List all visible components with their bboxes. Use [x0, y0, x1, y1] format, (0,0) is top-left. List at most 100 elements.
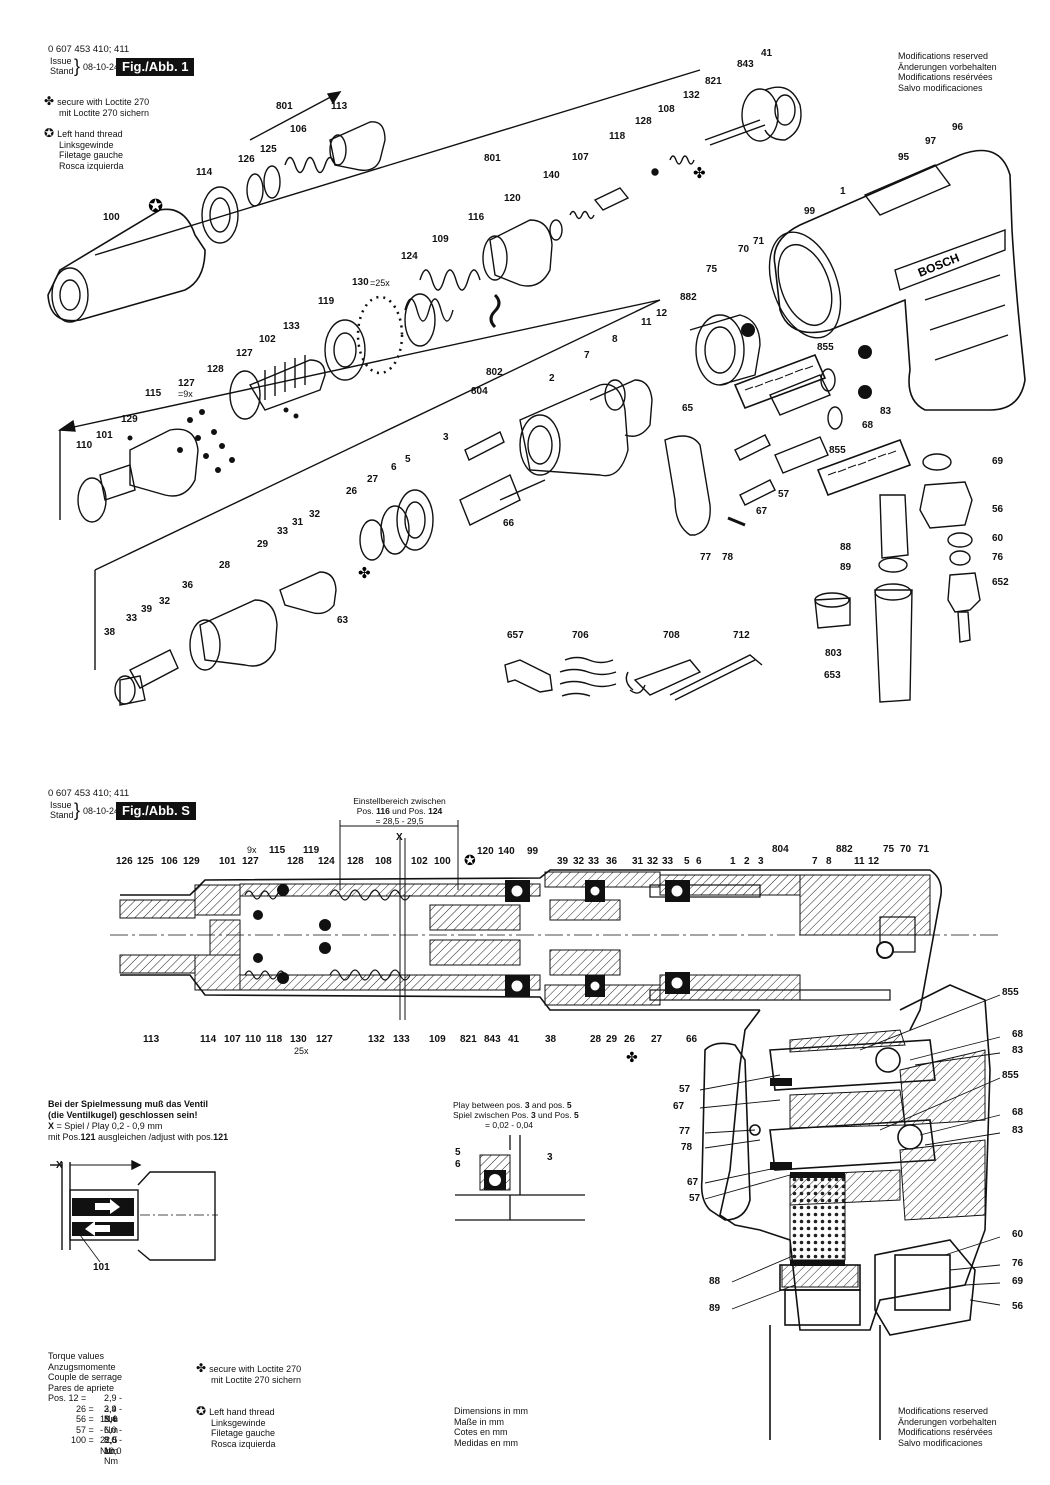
- part-label: 804: [772, 844, 789, 855]
- part-label: 76: [992, 552, 1004, 563]
- part-label: 32: [573, 856, 585, 867]
- clover-icon: ✤: [44, 94, 55, 108]
- part-label: 31: [292, 517, 304, 528]
- part-label: 28: [219, 560, 231, 571]
- fig-label-top: Fig./Abb. 1: [116, 58, 195, 76]
- part-label: 78: [681, 1142, 693, 1153]
- mod-line-1: Modifications reserved: [898, 1406, 989, 1416]
- doc-number-mid: 0 607 453 410; 411: [48, 788, 130, 799]
- part-label: 31: [632, 856, 644, 867]
- adjust-text: und Pos.: [389, 806, 429, 816]
- part-label: 821: [460, 1034, 477, 1045]
- part-label: 38: [545, 1034, 557, 1045]
- part-label: 843: [484, 1034, 501, 1045]
- part-label: 130: [352, 277, 369, 288]
- part-label: 56: [1012, 1301, 1024, 1312]
- part-label: 708: [663, 630, 680, 641]
- part-label: 126: [238, 154, 255, 165]
- dimension-x-label: X: [396, 832, 403, 843]
- date-top: 08-10-24: [83, 62, 120, 72]
- part-label: 109: [432, 234, 449, 245]
- stand-label-top: Stand: [50, 66, 74, 76]
- play-text: and pos.: [529, 1100, 567, 1110]
- part-label: 821: [705, 76, 722, 87]
- loctite-line-2: mit Loctite 270 sichern: [211, 1374, 302, 1385]
- part-label: 116: [468, 212, 485, 223]
- part-label: 57: [689, 1193, 701, 1204]
- part-label: 5: [684, 856, 690, 867]
- play-text: und Pos.: [535, 1110, 574, 1120]
- part-label: 29: [257, 539, 269, 550]
- dimensions-note: Dimensions in mm Maße in mm Cotes en mm …: [454, 1406, 528, 1448]
- part-label: 109: [429, 1034, 446, 1045]
- part-label: 29: [606, 1034, 618, 1045]
- issue-label-mid: Issue: [50, 800, 72, 810]
- torque-head: Torque values: [48, 1351, 105, 1361]
- part-label: 36: [182, 580, 194, 591]
- adjust-pos: 116: [376, 806, 390, 816]
- part-label: 57: [778, 489, 790, 500]
- clover-icon: ✤: [693, 164, 706, 182]
- part-label: 100: [434, 856, 451, 867]
- part-label: 28: [590, 1034, 602, 1045]
- torque-value: 19,6 - 22,5 Nm: [100, 1414, 118, 1456]
- part-label: 33: [662, 856, 674, 867]
- part-label: 63: [337, 615, 349, 626]
- part-label: 71: [753, 236, 765, 247]
- mod-line-1: Modifications reserved: [898, 51, 989, 61]
- part-label: 110: [76, 440, 93, 451]
- part-label: 83: [1012, 1045, 1024, 1056]
- adjust-pos: 124: [428, 806, 443, 816]
- part-label: 113: [331, 101, 348, 112]
- play-pos: 3: [524, 1100, 530, 1110]
- play-text: Spiel zwischen Pos.: [453, 1110, 531, 1120]
- torque-head: Anzugsmomente: [48, 1361, 116, 1372]
- part-label: 76: [1012, 1258, 1024, 1269]
- play-pos: 5: [566, 1100, 572, 1110]
- brace-top: }: [74, 56, 81, 76]
- valve-note-pos: 121: [80, 1132, 96, 1142]
- fig-label-mid: Fig./Abb. S: [116, 802, 196, 820]
- detail-part-label: 101: [93, 1262, 110, 1273]
- part-label: 855: [817, 342, 834, 353]
- part-label: 88: [840, 542, 852, 553]
- part-label: 70: [738, 244, 750, 255]
- part-label: 119: [318, 296, 335, 307]
- doc-number-top: 0 607 453 410; 411: [48, 44, 130, 55]
- part-label: 108: [375, 856, 392, 867]
- part-label: 75: [883, 844, 895, 855]
- adjust-line-3: = 28,5 - 29,5: [375, 816, 424, 826]
- part-label: 66: [503, 518, 515, 529]
- torque-pos: 56 =: [76, 1414, 94, 1424]
- clover-icon: ✤: [626, 1050, 638, 1066]
- bearing-play-note: Play between pos. 3 and pos. 5 Spiel zwi…: [453, 1100, 579, 1130]
- part-label: 67: [756, 506, 768, 517]
- part-label: 8: [826, 856, 832, 867]
- part-label: 36: [606, 856, 618, 867]
- mod-line-2: Änderungen vorbehalten: [898, 1416, 997, 1427]
- detail-x-label: X: [56, 1160, 63, 1171]
- part-label: 83: [880, 406, 892, 417]
- part-label: 95: [898, 152, 910, 163]
- star-icon: ✪: [44, 126, 55, 140]
- part-label: 101: [96, 430, 113, 441]
- stand-label-mid: Stand: [50, 810, 74, 820]
- part-label: 56: [992, 504, 1004, 515]
- detail-part-label: 5: [455, 1147, 461, 1158]
- torque-value: 8,0 - 10,0 Nm: [104, 1435, 123, 1466]
- lh-line-4: Rosca izquierda: [211, 1438, 276, 1449]
- part-label: 100: [103, 212, 120, 223]
- part-label: 1: [840, 186, 846, 197]
- part-label: 66: [686, 1034, 698, 1045]
- part-label: 106: [290, 124, 307, 135]
- part-label: 6: [391, 462, 397, 473]
- part-label: 653: [824, 670, 841, 681]
- part-label: 106: [161, 856, 178, 867]
- play-pos: 5: [573, 1110, 579, 1120]
- part-label: 8: [612, 334, 618, 345]
- part-label: 140: [498, 846, 515, 857]
- part-label: 38: [104, 627, 116, 638]
- part-label: =25x: [370, 278, 390, 288]
- part-label: 125: [260, 144, 277, 155]
